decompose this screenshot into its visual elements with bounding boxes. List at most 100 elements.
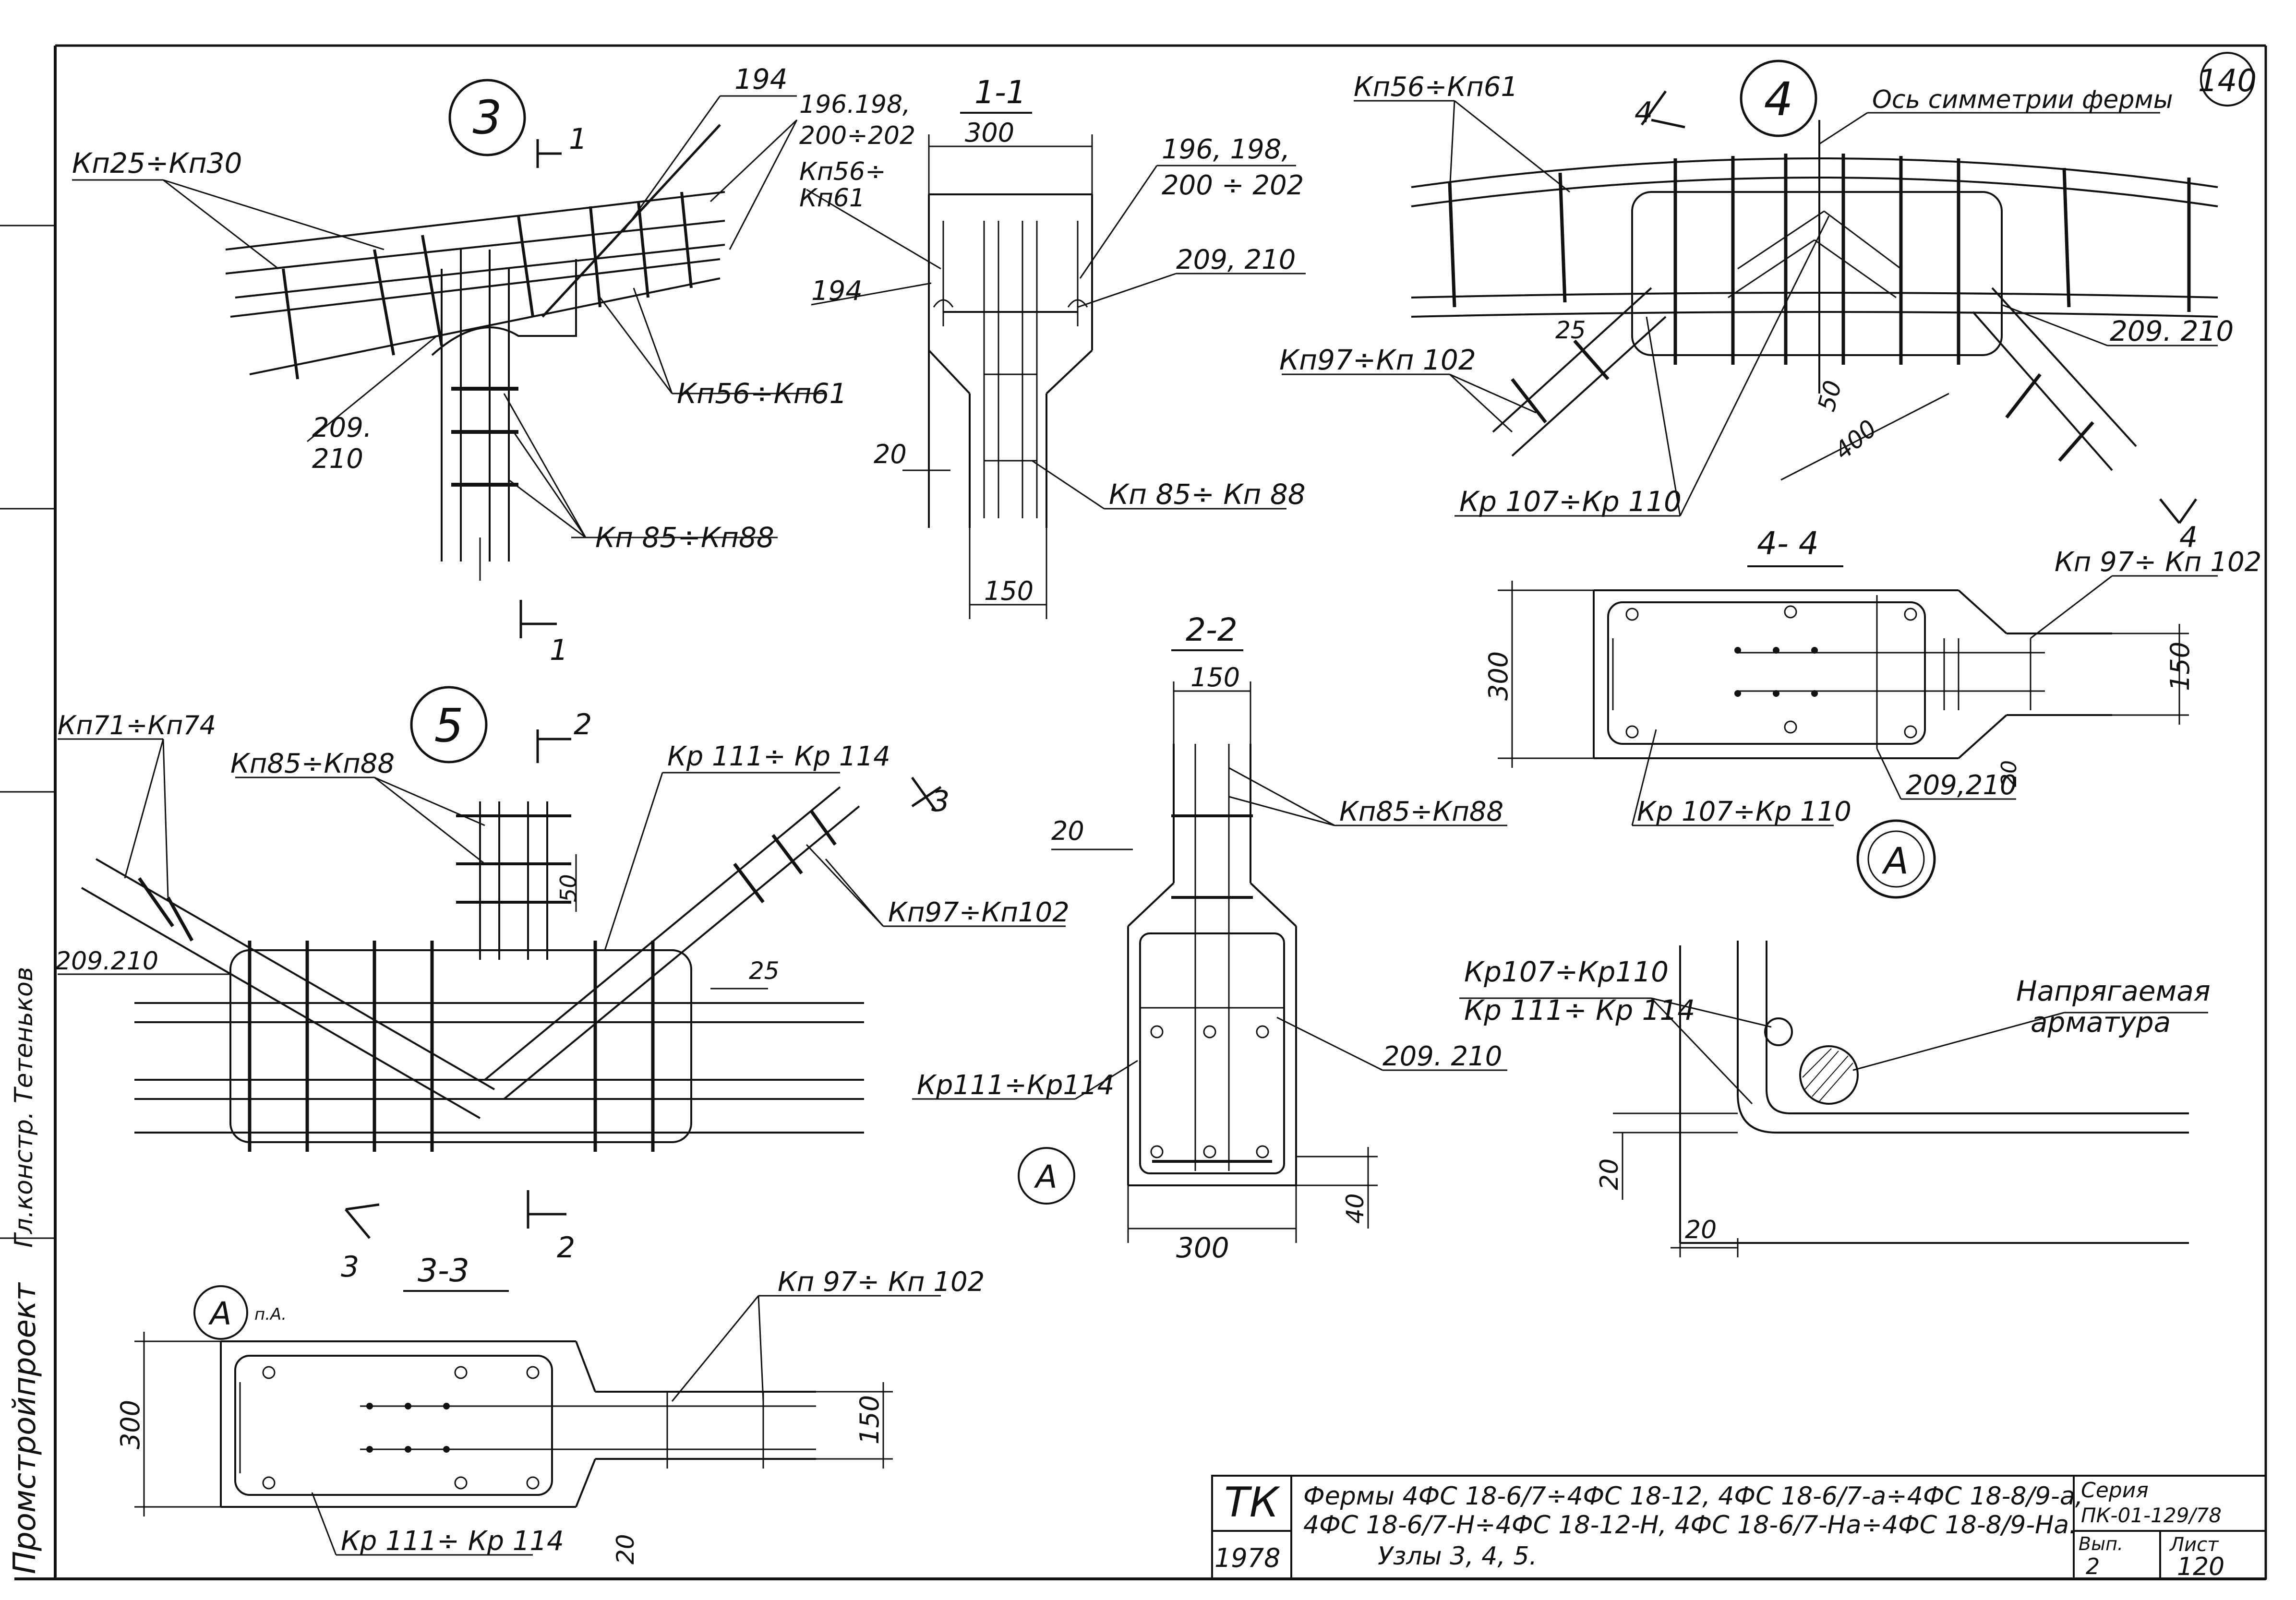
section-2-2: 2-2 <box>912 611 1507 1264</box>
node-5-label: Кр 111÷ Кр 114 <box>667 741 890 772</box>
svg-text:3: 3 <box>341 1250 359 1284</box>
section-1-1-label: Кп 85÷ Кп 88 <box>1109 478 1306 511</box>
detail-a-id: А <box>1881 839 1909 882</box>
section-1-1-dim: 20 <box>874 439 907 469</box>
node-5-label: Кп85÷Кп88 <box>230 748 395 779</box>
node-4-id: 4 <box>1764 72 1793 126</box>
svg-text:3: 3 <box>931 785 950 818</box>
title-block-code: ТК <box>1224 1479 1281 1527</box>
section-3-3-callout <box>193 1285 248 1340</box>
section-1-1-dim: 150 <box>984 576 1034 606</box>
node-3-label: 209. <box>312 412 372 443</box>
section-3-3: 3-3 А п.А. <box>115 1252 985 1564</box>
node-3-label: 196.198, <box>799 90 911 119</box>
section-3-3-label: Кп 97÷ Кп 102 <box>778 1266 985 1298</box>
node-4-label: Кп56÷Кп61 <box>1354 72 1518 103</box>
title-block-sheet-value: 120 <box>2177 1552 2224 1581</box>
section-1-1-label: 194 <box>811 275 863 307</box>
section-2-2-dim: 20 <box>1051 816 1084 846</box>
section-1-1-label: 196, 198, <box>1162 134 1290 165</box>
node-4-dim: 50 <box>1813 378 1847 414</box>
section-4-4-label: Кр 107÷Кр 110 <box>1637 796 1851 827</box>
node-4-label: 209. 210 <box>2110 315 2234 347</box>
section-1-1: 1-1 <box>799 74 1306 619</box>
node-4: 4 <box>1279 60 2234 554</box>
node-3-label: 210 <box>312 443 363 475</box>
section-2-2-dim: 40 <box>1341 1193 1369 1224</box>
detail-a: А Кр107÷Кр110 Кр 11 <box>1459 819 2211 1257</box>
title-block-series-label: Серия <box>2081 1478 2149 1503</box>
detail-a-dim: 20 <box>1595 1158 1624 1190</box>
node-3-post <box>431 250 577 581</box>
section-4-4-dim: 20 <box>1997 760 2021 787</box>
svg-text:А: А <box>208 1295 231 1332</box>
node-3-id: 3 <box>472 91 502 144</box>
section-1-1-title: 1-1 <box>974 74 1026 111</box>
title-block-year: 1978 <box>1214 1543 1280 1573</box>
svg-text:2: 2 <box>557 1231 575 1265</box>
section-2-2-label: Кп85÷Кп88 <box>1339 796 1503 827</box>
node-3-label: 194 <box>734 63 788 96</box>
detail-a-label: Кр 111÷ Кр 114 <box>1464 994 1695 1027</box>
title-block-issue-value: 2 <box>2086 1553 2100 1579</box>
section-2-2-label: 209. 210 <box>1382 1041 1502 1072</box>
svg-text:4: 4 <box>1635 96 1653 130</box>
section-4-4-label: 209,210 <box>1906 770 2017 801</box>
section-1-1-dim: 300 <box>965 118 1014 148</box>
section-1-1-label: Кп61 <box>799 184 865 213</box>
node-3-chord <box>225 191 725 375</box>
title-block-line3: Узлы 3, 4, 5. <box>1378 1542 1537 1571</box>
node-5: 5 <box>55 686 1070 1284</box>
section-2-2-callout <box>1018 1147 1075 1205</box>
node-5-label: Кп71÷Кп74 <box>58 710 216 740</box>
svg-text:140: 140 <box>2198 63 2257 99</box>
title-block-sheet-label: Лист <box>2169 1534 2219 1556</box>
section-2-2-dim: 150 <box>1190 662 1240 693</box>
node-4-axis-label: Ось симметрии фермы <box>1872 85 2173 114</box>
svg-text:4: 4 <box>2179 521 2198 554</box>
svg-text:п.А.: п.А. <box>254 1305 287 1324</box>
node-3: 3 <box>72 63 915 667</box>
node-3-leaders <box>72 95 826 538</box>
section-4-4-title: 4- 4 <box>1757 525 1819 562</box>
signature-stamp: Гл.констр. Тетеньков <box>10 967 38 1248</box>
detail-a-dim: 20 <box>1685 1216 1717 1244</box>
section-4-4: 4- 4 <box>1483 525 2261 827</box>
org-stamp: Промстройпроект <box>7 1283 43 1574</box>
section-1-1-label: Кп56÷ <box>799 157 886 186</box>
detail-a-label: Кр107÷Кр110 <box>1464 955 1669 988</box>
node-5-label: Кп97÷Кп102 <box>888 897 1070 928</box>
node-3-label: 200÷202 <box>799 121 915 150</box>
section-1-1-dims <box>902 134 1093 619</box>
detail-a-marker <box>1856 819 1936 899</box>
title-block <box>1211 1475 2267 1580</box>
section-4-4-dim: 150 <box>2165 642 2195 691</box>
node-4-dim: 400 <box>1829 414 1882 465</box>
section-1-1-label: 209, 210 <box>1176 244 1296 275</box>
node-3-label: Кп 85÷Кп88 <box>595 521 774 554</box>
svg-text:А: А <box>1034 1158 1057 1195</box>
section-2-2-label: Кр111÷Кр114 <box>917 1070 1114 1101</box>
node-5-id: 5 <box>434 699 463 752</box>
left-margin: Промстройпроект Гл.констр. Тетеньков <box>0 62 53 1574</box>
node-5-marker <box>410 686 488 764</box>
node-5-dim: 25 <box>749 957 780 985</box>
node-4-dim: 25 <box>1555 316 1586 344</box>
node-3-stirrups <box>282 191 693 380</box>
section-4-4-label: Кп 97÷ Кп 102 <box>2055 547 2261 578</box>
node-3-label: Кп25÷Кп30 <box>72 147 242 179</box>
svg-text:1: 1 <box>550 633 568 667</box>
node-5-label: 209.210 <box>55 947 158 976</box>
node-4-label: Кп97÷Кп 102 <box>1279 344 1476 376</box>
section-3-3-dim: 20 <box>612 1534 639 1564</box>
section-1-1-label: 200 ÷ 202 <box>1162 170 1304 201</box>
node-4-label: Кр 107÷Кр 110 <box>1459 485 1682 518</box>
section-2-2-dim: 300 <box>1176 1231 1229 1264</box>
sheet-frame <box>0 44 2267 1580</box>
node-3-section-marks <box>519 139 562 638</box>
node-3-marker <box>448 79 526 156</box>
sheet-number: 140 <box>2198 52 2257 107</box>
svg-text:2: 2 <box>574 708 592 741</box>
detail-a-label: арматура <box>2031 1006 2171 1039</box>
